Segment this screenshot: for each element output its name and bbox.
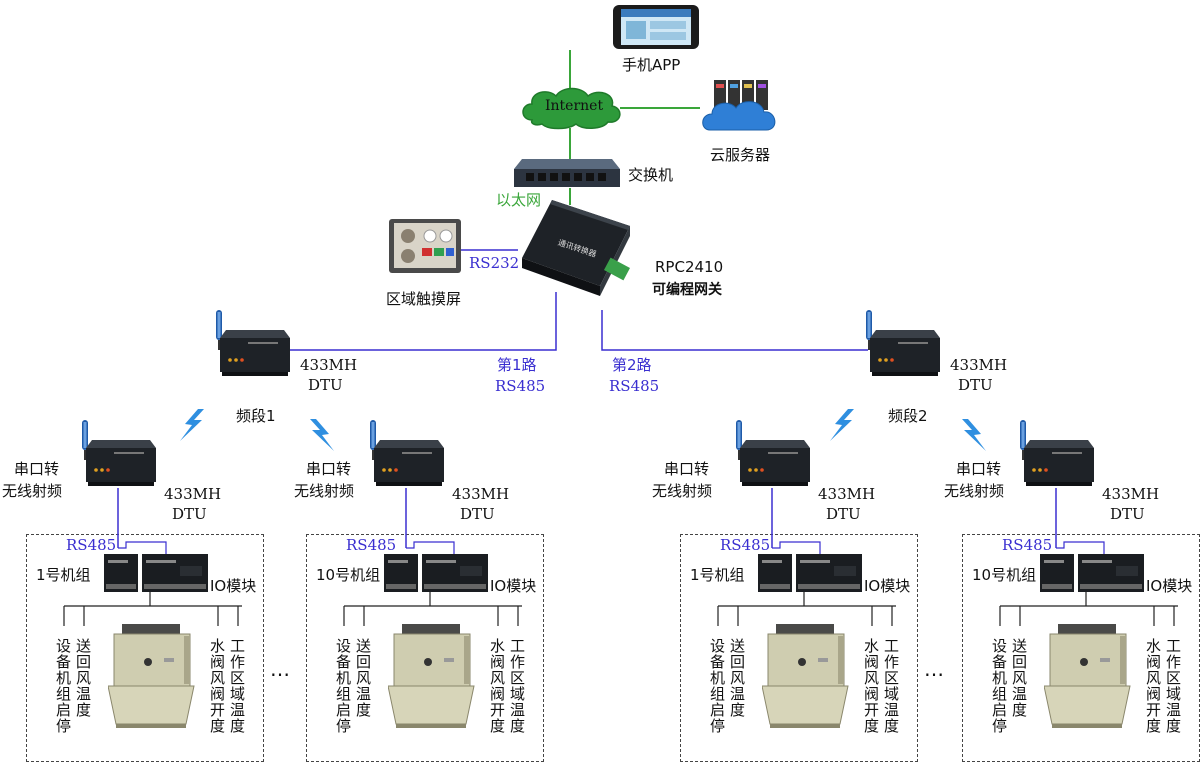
- unit-4-signal-col-1: 设备机组启停: [990, 638, 1008, 734]
- unit-4-dtu-line2: DTU: [1110, 505, 1145, 523]
- unit-4-group-box: [962, 534, 1200, 762]
- internet-cloud-icon: [522, 87, 621, 130]
- unit-1-dtu-line2: DTU: [172, 505, 207, 523]
- gateway-desc: 可编程网关: [652, 282, 722, 298]
- unit-2-signal-col-2: 送回风温度: [354, 638, 372, 718]
- touch-label: 区域触摸屏: [386, 290, 462, 308]
- unit-4-signal-col-4: 工作区域温度: [1164, 638, 1182, 734]
- gateway-device-icon: [522, 200, 630, 296]
- channel-1-line1: 第1路: [497, 356, 537, 374]
- wireless-bolt-1-1-icon: [180, 409, 204, 441]
- unit-4-air-handler-icon: [1044, 624, 1131, 728]
- unit-1-dtu-line1: 433MH: [164, 485, 222, 503]
- unit-1-group-box: [26, 534, 264, 762]
- channel-1-line2: RS485: [495, 377, 546, 395]
- unit-2-io-label: IO模块: [490, 577, 537, 595]
- unit-4-dtu-icon: [1020, 420, 1094, 486]
- main-dtu-1-line2: DTU: [308, 376, 343, 394]
- unit-1-conv1: 串口转: [14, 460, 60, 478]
- unit-4-signal-col-3: 水阀风阀开度: [1144, 638, 1162, 734]
- unit-2-signal-col-3: 水阀风阀开度: [488, 638, 506, 734]
- link-rs485-1: [290, 292, 557, 351]
- switch-label: 交换机: [628, 166, 674, 184]
- app-label: 手机APP: [622, 56, 681, 74]
- phone-icon: [613, 5, 699, 49]
- cloud-server-icon: [702, 80, 776, 131]
- unit-3-dtu-line2: DTU: [826, 505, 861, 523]
- cloud-label: 云服务器: [710, 146, 771, 164]
- unit-3-io-label: IO模块: [864, 577, 911, 595]
- main-dtu-1-line1: 433MH: [300, 356, 358, 374]
- unit-1-rs485: RS485: [66, 536, 117, 554]
- unit-2-conv2: 无线射频: [294, 482, 355, 500]
- unit-1-io-label: IO模块: [210, 577, 257, 595]
- wireless-bolt-2-1-icon: [830, 409, 854, 441]
- unit-2-signal-col-1: 设备机组启停: [334, 638, 352, 734]
- main-dtu-2-line1: 433MH: [950, 356, 1008, 374]
- unit-4-signal-col-2: 送回风温度: [1010, 638, 1028, 718]
- unit-4-conv2: 无线射频: [944, 482, 1005, 500]
- ellipsis-2: …: [924, 657, 944, 681]
- unit-3-rs485: RS485: [720, 536, 771, 554]
- unit-3-group-box: [680, 534, 918, 762]
- unit-2-group-name: 10号机组: [316, 566, 381, 584]
- ellipsis-1: …: [270, 657, 290, 681]
- unit-1-air-handler-icon: [108, 624, 195, 728]
- band-1-label: 频段1: [236, 407, 276, 425]
- link-rs485-2: [601, 310, 868, 351]
- rs232-label: RS232: [469, 254, 520, 272]
- unit-2-dtu-line2: DTU: [460, 505, 495, 523]
- wireless-bolt-2-2-icon: [962, 419, 986, 451]
- unit-3-io-module-icon: [758, 554, 862, 592]
- unit-3-group-name: 1号机组: [690, 566, 745, 584]
- main-dtu-1-icon: [216, 310, 290, 376]
- unit-4-conv1: 串口转: [956, 460, 1002, 478]
- unit-3-signal-col-4: 工作区域温度: [882, 638, 900, 734]
- unit-4-io-module-icon: [1040, 554, 1144, 592]
- ethernet-label: 以太网: [496, 191, 542, 209]
- unit-1-io-module-icon: [104, 554, 208, 592]
- unit-3-signal-col-1: 设备机组启停: [708, 638, 726, 734]
- wireless-bolt-1-2-icon: [310, 419, 334, 451]
- band-2-label: 频段2: [888, 407, 928, 425]
- unit-2-group-box: [306, 534, 544, 762]
- unit-4-io-label: IO模块: [1146, 577, 1193, 595]
- unit-1-signal-col-4: 工作区域温度: [228, 638, 246, 734]
- unit-2-io-module-icon: [384, 554, 488, 592]
- unit-3-conv2: 无线射频: [652, 482, 713, 500]
- unit-1-conv2: 无线射频: [2, 482, 63, 500]
- unit-3-signal-col-3: 水阀风阀开度: [862, 638, 880, 734]
- unit-4-dtu-line1: 433MH: [1102, 485, 1160, 503]
- unit-3-dtu-line1: 433MH: [818, 485, 876, 503]
- unit-3-dtu-icon: [736, 420, 810, 486]
- unit-1-signal-col-1: 设备机组启停: [54, 638, 72, 734]
- touch-screen-icon: [389, 219, 461, 273]
- unit-2-rs485: RS485: [346, 536, 397, 554]
- main-dtu-2-icon: [866, 310, 940, 376]
- internet-label: Internet: [545, 98, 604, 114]
- channel-2-line2: RS485: [609, 377, 660, 395]
- unit-3-signal-col-2: 送回风温度: [728, 638, 746, 718]
- unit-2-air-handler-icon: [388, 624, 475, 728]
- unit-3-air-handler-icon: [762, 624, 849, 728]
- channel-2-line1: 第2路: [612, 356, 652, 374]
- unit-4-group-name: 10号机组: [972, 566, 1037, 584]
- switch-icon: [514, 159, 620, 187]
- unit-2-conv1: 串口转: [306, 460, 352, 478]
- unit-3-conv1: 串口转: [664, 460, 710, 478]
- unit-1-dtu-icon: [82, 420, 156, 486]
- gateway-model: RPC2410: [655, 258, 724, 276]
- main-dtu-2-line2: DTU: [958, 376, 993, 394]
- unit-1-signal-col-2: 送回风温度: [74, 638, 92, 718]
- unit-2-dtu-icon: [370, 420, 444, 486]
- unit-1-group-name: 1号机组: [36, 566, 91, 584]
- unit-2-dtu-line1: 433MH: [452, 485, 510, 503]
- unit-2-signal-col-4: 工作区域温度: [508, 638, 526, 734]
- unit-4-rs485: RS485: [1002, 536, 1053, 554]
- unit-1-signal-col-3: 水阀风阀开度: [208, 638, 226, 734]
